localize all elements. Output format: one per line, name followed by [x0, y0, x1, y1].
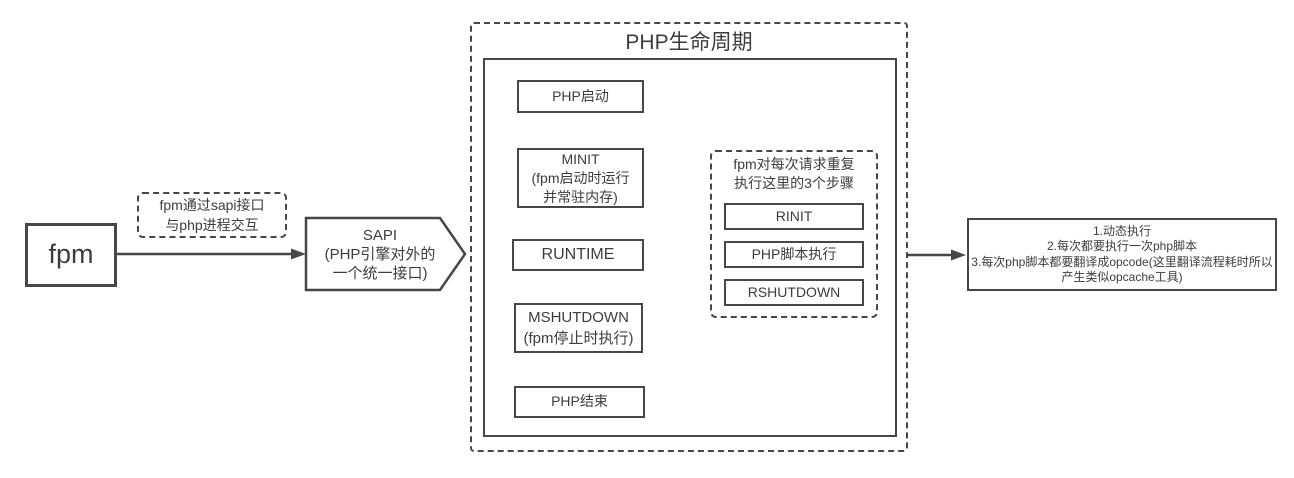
sapi-note-line1: fpm通过sapi接口: [159, 197, 265, 213]
request-loop-note: fpm对每次请求重复 执行这里的3个步骤: [712, 155, 876, 193]
minit-line2: (fpm启动时运行: [531, 169, 630, 186]
node-rinit: RINIT: [724, 203, 864, 230]
request-loop-note-line1: fpm对每次请求重复: [733, 156, 855, 172]
mshutdown-line2: (fpm停止时执行): [523, 330, 634, 347]
lifecycle-title: PHP生命周期: [625, 31, 753, 54]
node-php-script-exec: PHP脚本执行: [724, 241, 864, 268]
sapi-line3: 一个统一接口): [332, 264, 428, 282]
exec-note-item2: 2.每次都要执行一次php脚本: [1046, 239, 1198, 253]
rinit-label: RINIT: [775, 207, 813, 224]
runtime-label: RUNTIME: [541, 246, 615, 263]
node-php-end: PHP结束: [514, 386, 645, 418]
rshutdown-label: RSHUTDOWN: [747, 283, 841, 300]
sapi-title: SAPI: [362, 226, 398, 244]
sapi-note-line2: 与php进程交互: [165, 217, 259, 233]
fpm-node: fpm: [25, 223, 117, 287]
mshutdown-line1: MSHUTDOWN: [528, 309, 629, 326]
minit-line3: 并常驻内存): [543, 188, 618, 205]
lifecycle-inner-box: [483, 58, 897, 437]
arrow-fpm-to-sapi: [117, 248, 306, 260]
php-start-label: PHP启动: [552, 87, 609, 104]
exec-note-item1: 1.动态执行: [1092, 223, 1151, 238]
minit-line1: MINIT: [561, 150, 600, 167]
sapi-line2: (PHP引擎对外的: [324, 245, 436, 263]
node-runtime: RUNTIME: [512, 239, 644, 271]
php-script-exec-label: PHP脚本执行: [751, 245, 837, 262]
node-rshutdown: RSHUTDOWN: [724, 279, 864, 306]
sapi-node-label: SAPI (PHP引擎对外的 一个统一接口): [304, 222, 456, 286]
execution-notes-box: 1.动态执行 2.每次都要执行一次php脚本 3.每次php脚本都要翻译成opc…: [967, 218, 1277, 291]
node-minit: MINIT (fpm启动时运行 并常驻内存): [517, 148, 644, 208]
node-mshutdown: MSHUTDOWN (fpm停止时执行): [514, 303, 643, 353]
node-php-start: PHP启动: [517, 80, 644, 113]
sapi-interaction-note: fpm通过sapi接口 与php进程交互: [137, 192, 287, 238]
fpm-label: fpm: [48, 239, 94, 270]
request-loop-note-line2: 执行这里的3个步骤: [734, 175, 854, 191]
php-end-label: PHP结束: [551, 393, 608, 410]
exec-note-item3: 3.每次php脚本都要翻译成opcode(这里翻译流程耗时所以产生类似opcac…: [971, 254, 1273, 285]
